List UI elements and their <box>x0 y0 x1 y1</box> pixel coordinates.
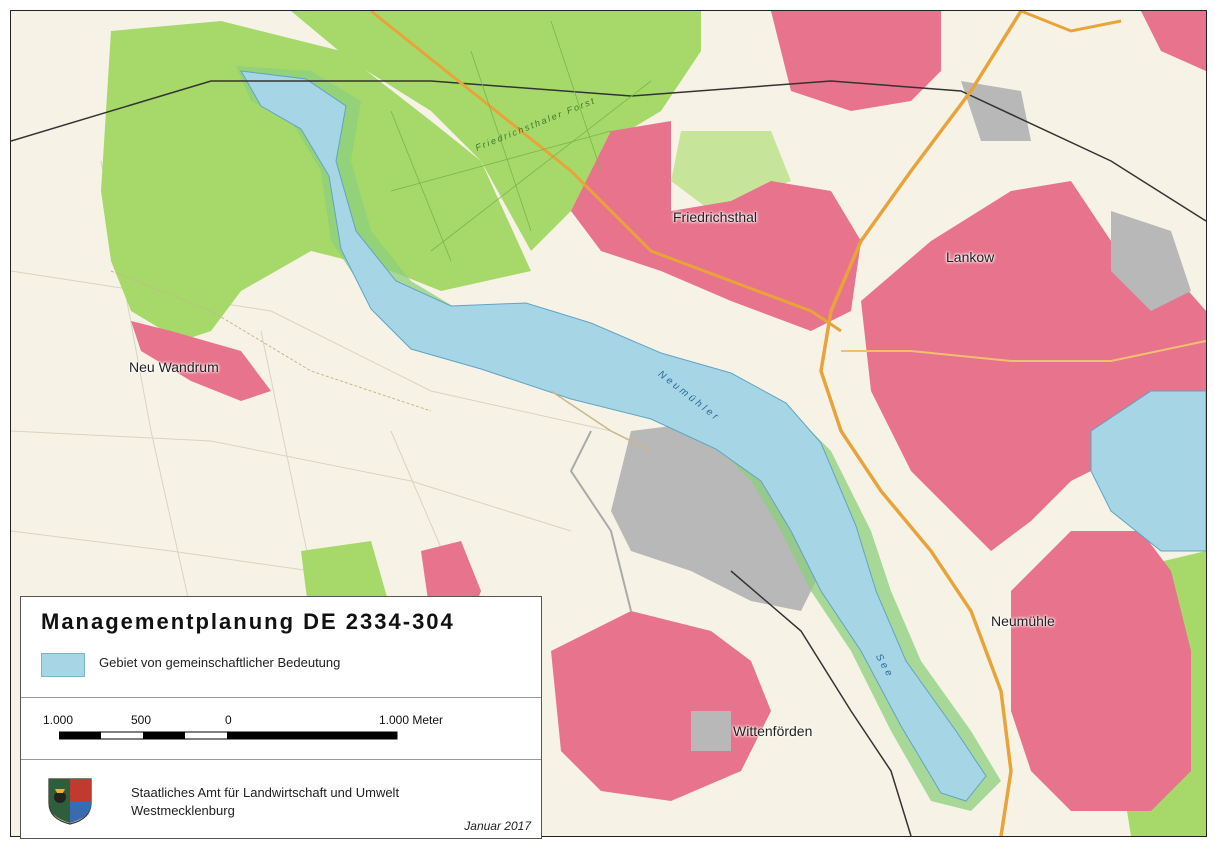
industrial-area-north <box>961 81 1031 141</box>
scale-label-1000-left: 1.000 <box>43 713 74 727</box>
place-label-neumuehle: Neumühle <box>991 613 1055 629</box>
settlement-east-edge <box>1141 11 1206 71</box>
place-label-wittenfoerden: Wittenförden <box>733 723 813 739</box>
lake-water <box>240 70 987 802</box>
agency-region: Westmecklenburg <box>131 803 235 818</box>
place-label-lankow: Lankow <box>946 249 995 265</box>
forest-area-west <box>101 21 531 341</box>
road-minor-3 <box>569 430 632 612</box>
legend-divider-1 <box>21 697 541 698</box>
agency-name: Staatliches Amt für Landwirtschaft und U… <box>131 785 400 800</box>
settlement-friedrichsthal <box>571 121 861 331</box>
map-legend: Managementplanung DE 2334-304 Gebiet von… <box>20 596 542 839</box>
scale-bar-segment-1 <box>59 732 101 739</box>
legend-title: Managementplanung DE 2334-304 <box>41 609 455 634</box>
forest-grid <box>390 20 652 262</box>
road-b104 <box>370 11 842 333</box>
scale-bar-segment-3 <box>227 732 397 739</box>
road-lankow <box>841 340 1206 362</box>
scale-bar-segment-2 <box>143 732 185 739</box>
road-bypass-north <box>1020 11 1122 33</box>
scale-label-1000-meter: 1.000 Meter <box>379 713 444 727</box>
place-label-friedrichsthal: Friedrichsthal <box>673 209 758 225</box>
road-minor-1 <box>550 390 652 452</box>
settlement-wittenfoerden <box>551 611 771 801</box>
settlement-neumuehle <box>1011 531 1191 811</box>
legend-area-swatch <box>41 653 85 677</box>
scale-bar <box>59 731 398 740</box>
industrial-area-wittenfoerden <box>691 711 731 751</box>
railway-north <box>11 80 1206 222</box>
scale-label-500: 500 <box>131 713 152 727</box>
scale-label-0: 0 <box>225 713 232 727</box>
coat-of-arms-icon <box>48 778 92 825</box>
road-bypass <box>819 11 1023 836</box>
industrial-area-lankow <box>1111 211 1191 311</box>
lake-east <box>1090 390 1206 552</box>
forest-area-north <box>291 11 701 251</box>
legend-divider-2 <box>21 759 541 760</box>
settlement-neuwandrum <box>131 321 271 401</box>
legend-area-label: Gebiet von gemeinschaftlicher Bedeutung <box>99 655 341 670</box>
railway-south <box>730 570 912 836</box>
map-date: Januar 2017 <box>464 819 531 833</box>
road-minor-2 <box>110 270 432 412</box>
place-label-neu-wandrum: Neu Wandrum <box>129 359 219 375</box>
